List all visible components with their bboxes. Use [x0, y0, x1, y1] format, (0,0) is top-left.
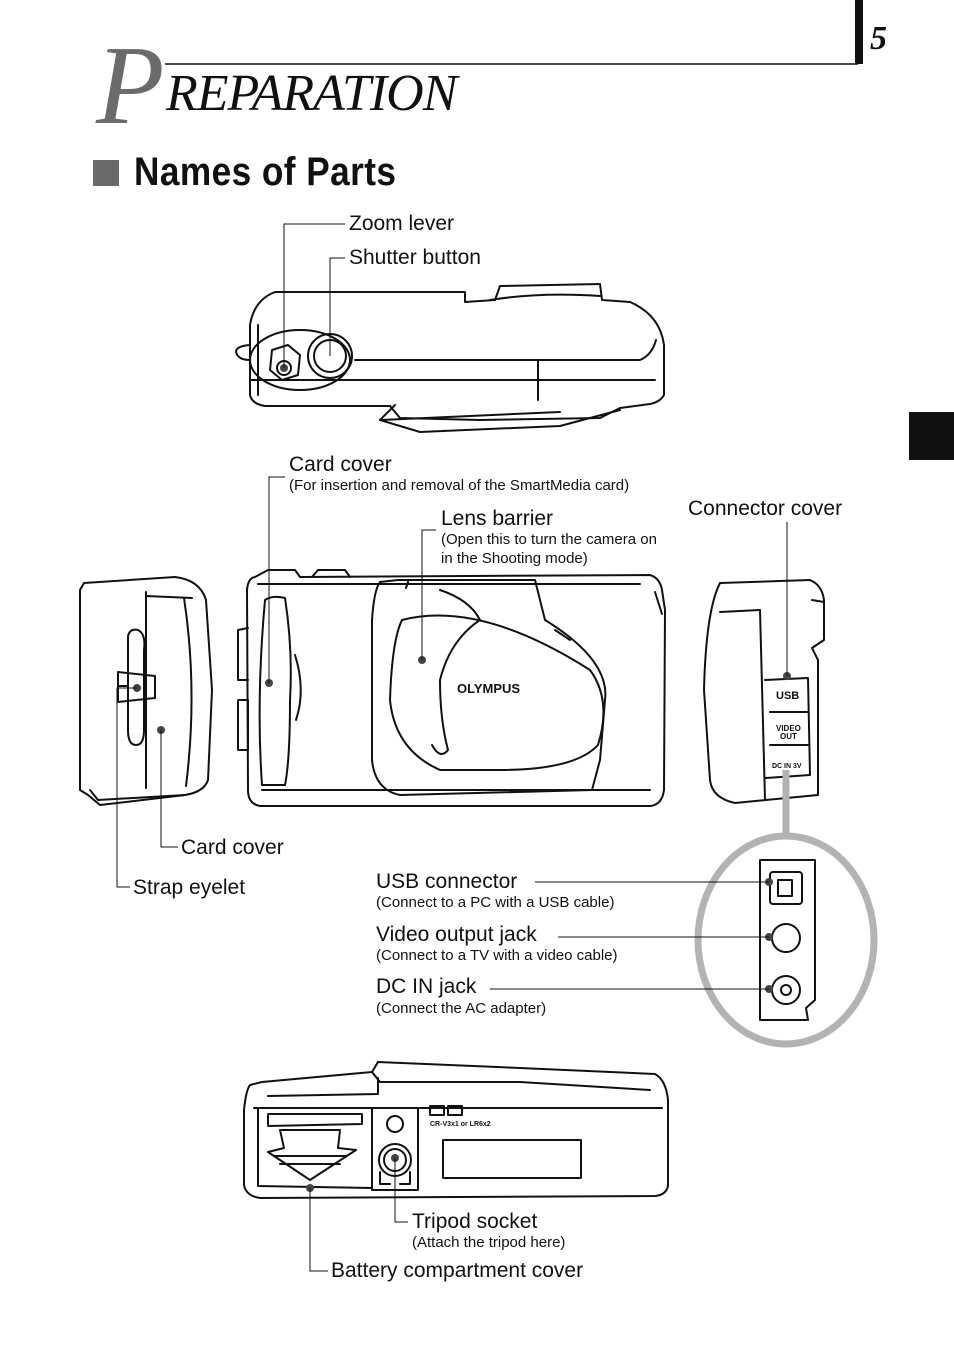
label-usb-connector: USB connector [376, 870, 518, 893]
label-zoom-lever: Zoom lever [349, 212, 455, 235]
battery-spec-marking: CR-V3x1 or LR6x2 [430, 1121, 491, 1128]
note-dc-in-jack: (Connect the AC adapter) [376, 1000, 547, 1017]
label-lens-barrier: Lens barrier [441, 507, 554, 530]
camera-left-side-view [79, 576, 213, 806]
camera-top-view [235, 283, 665, 433]
page-number: 5 [870, 20, 887, 57]
note-video-output-jack: (Connect to a TV with a video cable) [376, 947, 618, 964]
camera-right-side-view [703, 579, 825, 804]
camera-bottom-view [243, 1061, 669, 1199]
label-video-output-jack: Video output jack [376, 923, 537, 946]
highlight-ring [694, 832, 878, 1048]
video-out-marking-2: OUT [780, 732, 797, 741]
note-lens-barrier-1: (Open this to turn the camera on [441, 531, 657, 548]
header-bar [855, 0, 863, 64]
label-dc-in-jack: DC IN jack [376, 975, 477, 998]
label-card-cover-side: Card cover [181, 836, 284, 859]
label-tripod-socket: Tripod socket [412, 1210, 538, 1233]
label-card-cover-top: Card cover [289, 453, 392, 476]
port-detail-view [759, 859, 816, 1021]
label-battery-compartment-cover: Battery compartment cover [331, 1259, 584, 1282]
section-title: Names of Parts [134, 150, 397, 194]
video-out-marking-1: VIDEO [776, 724, 801, 733]
label-connector-cover: Connector cover [688, 497, 843, 520]
chapter-tab [909, 412, 954, 460]
title-initial: P [96, 24, 165, 148]
dc-in-marking: DC IN 3V [772, 763, 802, 770]
usb-marking: USB [776, 690, 799, 702]
note-lens-barrier-2: in the Shooting mode) [441, 550, 588, 567]
note-card-cover-top: (For insertion and removal of the SmartM… [289, 477, 630, 494]
label-shutter-button: Shutter button [349, 246, 481, 269]
brand-logo: OLYMPUS [457, 681, 520, 696]
label-strap-eyelet: Strap eyelet [133, 876, 246, 899]
note-tripod-socket: (Attach the tripod here) [412, 1234, 566, 1251]
section-square-icon [93, 160, 119, 186]
note-usb-connector: (Connect to a PC with a USB cable) [376, 894, 615, 911]
page-title: REPARATION [166, 65, 457, 122]
camera-front-view [237, 569, 666, 807]
